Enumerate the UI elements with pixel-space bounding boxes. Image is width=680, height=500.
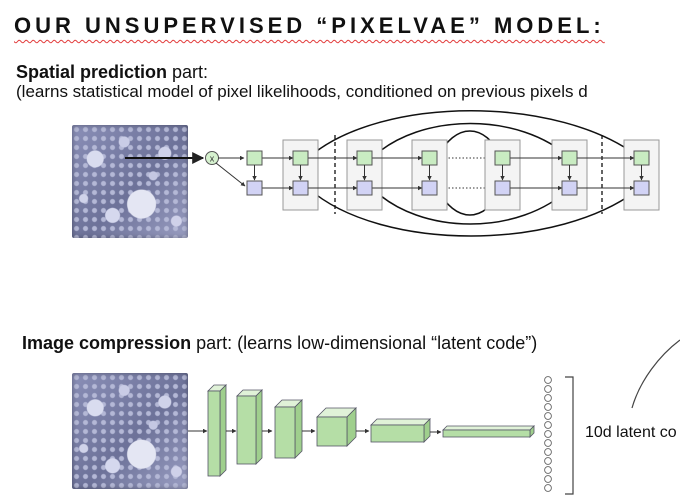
encoder-network: [188, 339, 680, 495]
latent-code-vector: [544, 376, 552, 492]
encoder-block: [274, 399, 303, 459]
skip-arc-top-middle: [371, 122, 571, 159]
skip-arc-top-outer: [307, 110, 641, 159]
image-compression-heading: Image compression part: (learns low-dime…: [22, 333, 537, 354]
purple-node: [356, 180, 373, 196]
node-column: [421, 150, 438, 196]
node-column: [246, 150, 263, 196]
node-column: [633, 150, 650, 196]
purple-node: [561, 180, 578, 196]
green-node: [421, 150, 438, 166]
node-column: [561, 150, 578, 196]
spatial-prediction-heading: Spatial prediction part:: [16, 62, 208, 83]
node-column: [292, 150, 309, 196]
encoder-block: [370, 418, 431, 443]
green-node: [633, 150, 650, 166]
skip-arc-bottom-middle: [371, 187, 571, 225]
texture-input-image-compression: [72, 373, 188, 489]
compression-heading-rest: part: (learns low-dimensional “latent co…: [191, 333, 538, 353]
green-node: [494, 150, 511, 166]
compression-heading-bold: Image compression: [22, 333, 192, 353]
slide-title: OUR UNSUPERVISED “PIXELVAE” MODEL:: [14, 13, 605, 38]
spatial-heading-bold: Spatial prediction: [16, 62, 168, 82]
green-node: [246, 150, 263, 166]
spatial-prediction-note: (learns statistical model of pixel likel…: [16, 82, 588, 101]
purple-node: [292, 180, 309, 196]
encoder-block: [207, 384, 227, 477]
texture-input-image: [72, 125, 188, 238]
green-node: [561, 150, 578, 166]
latent-bracket: [565, 376, 574, 495]
encoder-block: [442, 425, 535, 438]
purple-node: [633, 180, 650, 196]
spatial-network: x: [125, 110, 660, 237]
skip-arc-bottom-outer: [307, 187, 641, 237]
green-node: [292, 150, 309, 166]
purple-node: [421, 180, 438, 196]
purple-node: [246, 180, 263, 196]
green-node: [356, 150, 373, 166]
encoder-block: [316, 407, 357, 447]
latent-code-label: 10d latent co: [585, 424, 677, 441]
node-column: [356, 150, 373, 196]
purple-node: [494, 180, 511, 196]
spatial-heading-rest: part:: [167, 62, 209, 82]
latent-connection-curve: [631, 339, 680, 409]
encoder-block: [236, 389, 263, 465]
multiply-symbol: x: [210, 154, 215, 164]
node-column: [494, 150, 511, 196]
